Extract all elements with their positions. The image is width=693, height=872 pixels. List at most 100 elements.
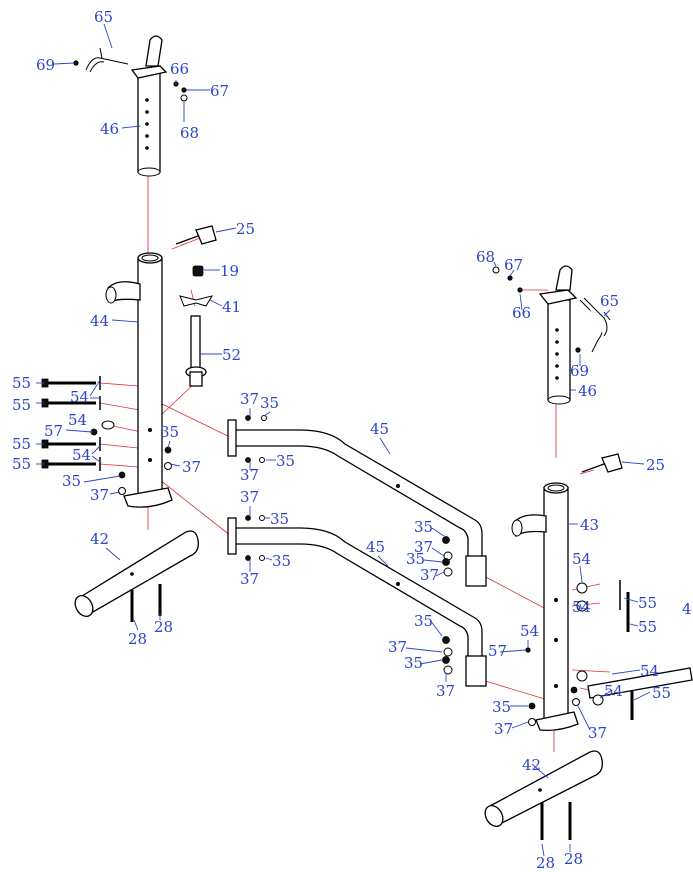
leader-line: [111, 319, 139, 323]
leader-line: [121, 125, 141, 129]
right-pin-hardware-66-67-68-69: [492, 266, 581, 353]
leader-line: [579, 603, 583, 611]
callout-55: 55: [12, 396, 31, 414]
leader-line: [265, 557, 273, 561]
leader-line: [167, 440, 171, 449]
callout-37: 37: [494, 720, 513, 738]
callout-52: 52: [222, 346, 241, 364]
callout-37: 37: [436, 682, 455, 700]
left-pin-19-41-52: [179, 265, 214, 387]
callout-35: 35: [272, 552, 291, 570]
lower-arm-45: [227, 517, 487, 687]
callout-46: 46: [578, 382, 597, 400]
leader-line: [83, 475, 121, 483]
callout-37: 37: [420, 566, 439, 584]
callout-54: 54: [70, 388, 89, 406]
leader-line: [611, 669, 641, 675]
leader-line: [519, 293, 523, 311]
leader-line: [493, 261, 497, 267]
callout-37: 37: [90, 486, 109, 504]
callout-67: 67: [210, 82, 229, 100]
callout-35: 35: [492, 698, 511, 716]
leader-line: [577, 705, 591, 731]
callout-66: 66: [170, 60, 189, 78]
callout-35: 35: [260, 394, 279, 412]
callout-35: 35: [276, 452, 295, 470]
right-spring-pin-65: [579, 297, 611, 353]
callout-37: 37: [388, 638, 407, 656]
callout-25: 25: [646, 456, 665, 474]
leader-line: [109, 491, 121, 495]
callout-28: 28: [564, 850, 583, 868]
leader-line: [91, 445, 101, 455]
callout-35: 35: [404, 654, 423, 672]
callout-45: 45: [370, 420, 389, 438]
callout-45: 45: [366, 538, 385, 556]
leader-line: [423, 559, 443, 563]
callout-55: 55: [12, 435, 31, 453]
callout-65: 65: [94, 8, 113, 26]
leader-line: [531, 763, 549, 779]
leader-line: [435, 571, 445, 577]
right-main-post-43: [511, 482, 579, 732]
leader-line: [599, 689, 613, 699]
part-labels: 65 69 66 67 68 46 25 19 41 44 52 55 55 5…: [12, 8, 692, 872]
left-base-foot-42: [74, 530, 199, 622]
leader-line: [405, 647, 443, 653]
left-spring-pin-65: [85, 47, 129, 73]
leader-line: [509, 269, 515, 277]
right-base-foot-42: [484, 750, 603, 840]
callout-37: 37: [240, 570, 259, 588]
callout-35: 35: [406, 550, 425, 568]
leader-line: [91, 455, 101, 463]
leader-line: [621, 461, 645, 465]
callout-35: 35: [160, 423, 179, 441]
callout-43: 43: [580, 516, 599, 534]
callout-25: 25: [236, 220, 255, 238]
callout-54: 54: [72, 446, 91, 464]
leader-line: [89, 379, 101, 397]
upper-arm-45: [227, 419, 487, 587]
callout-35: 35: [414, 518, 433, 536]
callout-69: 69: [570, 362, 589, 380]
callout-54: 54: [640, 662, 659, 680]
left-main-post-44: [105, 252, 173, 508]
callout-68: 68: [476, 248, 495, 266]
leader-line: [103, 23, 113, 49]
callout-54: 54: [572, 550, 591, 568]
leader-line: [431, 527, 445, 537]
leader-line: [65, 429, 93, 433]
callout-42: 42: [90, 530, 109, 548]
callout-28: 28: [128, 630, 147, 648]
callout-37: 37: [240, 488, 259, 506]
callout-44: 44: [90, 312, 109, 330]
callout-19: 19: [220, 262, 239, 280]
callout-54: 54: [520, 622, 539, 640]
callout-55: 55: [638, 594, 657, 612]
arm-hardware-35-37: [245, 415, 453, 675]
callout-37: 37: [240, 390, 259, 408]
callout-35: 35: [62, 472, 81, 490]
leader-line: [169, 463, 181, 467]
callout-37: 37: [240, 466, 259, 484]
callout-55: 55: [652, 684, 671, 702]
right-knob-25: [581, 453, 623, 473]
leader-line: [53, 62, 75, 65]
leader-line: [633, 691, 651, 701]
leader-line: [431, 547, 445, 557]
callout-54: 54: [68, 411, 87, 429]
leader-lines: [36, 23, 651, 857]
leader-line: [603, 309, 611, 317]
leader-line: [209, 299, 223, 307]
callout-4: 4: [682, 600, 692, 618]
callout-57: 57: [44, 422, 63, 440]
callout-37: 37: [414, 538, 433, 556]
callout-57: 57: [488, 642, 507, 660]
callout-54: 54: [572, 598, 591, 616]
callout-37: 37: [588, 724, 607, 742]
callout-46: 46: [100, 120, 119, 138]
callout-28: 28: [536, 854, 555, 872]
right-upper-post-46: [538, 265, 578, 405]
callout-66: 66: [512, 304, 531, 322]
